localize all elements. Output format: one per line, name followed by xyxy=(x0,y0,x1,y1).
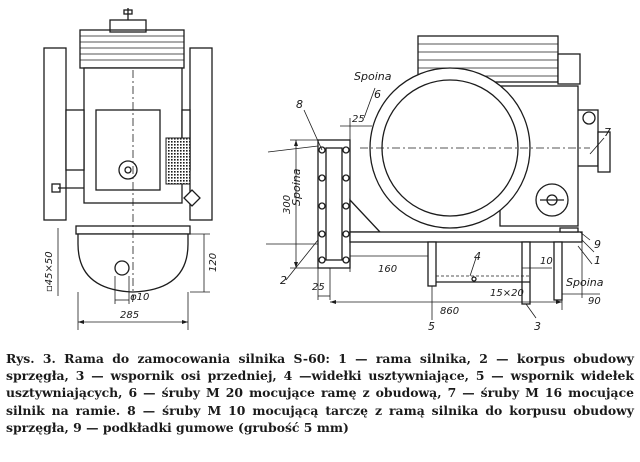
flange-bolts-m10 xyxy=(318,146,350,264)
dim-25-top: 25 xyxy=(352,114,365,125)
label-spoina-right: Spoina xyxy=(566,276,604,289)
flywheel-side xyxy=(369,67,531,229)
label-part-9: 9 xyxy=(594,238,601,251)
magneto-hatched xyxy=(165,137,191,185)
side-view xyxy=(266,35,611,320)
dim-25-bottom: 25 xyxy=(312,282,325,293)
label-spoina-top: Spoina xyxy=(354,70,392,83)
label-part-3: 3 xyxy=(534,320,541,333)
caption-text: Rama do zamocowania silnika S-60: 1 — ra… xyxy=(6,351,634,435)
label-part-7: 7 xyxy=(604,126,611,139)
dim-285: 285 xyxy=(120,310,139,321)
figure-caption: Rys. 3. Rama do zamocowania silnika S-60… xyxy=(6,350,634,436)
dim-45x50: ▫45×50 xyxy=(44,251,55,292)
label-part-8: 8 xyxy=(296,98,303,111)
front-view xyxy=(43,8,213,330)
label-part-6: 6 xyxy=(374,88,381,101)
dim-15x20: 15×20 xyxy=(490,288,524,299)
caption-prefix: Rys. 3. xyxy=(6,351,56,366)
engine-frame-rail xyxy=(349,231,583,243)
flywheel-left xyxy=(43,47,67,221)
diagram-labels: 8 6 Spoina Spoina Spoina 7 9 1 2 4 3 5 xyxy=(280,70,611,333)
dim-90: 90 xyxy=(588,296,601,307)
fork-bracket xyxy=(427,241,437,287)
dim-phi10: φ10 xyxy=(130,292,149,303)
label-part-4: 4 xyxy=(474,250,481,263)
label-part-2: 2 xyxy=(280,274,287,287)
label-part-5: 5 xyxy=(428,320,435,333)
dimension-labels: 25 300 25 160 860 10 90 15×20 ▫45×50 120… xyxy=(44,114,601,321)
dim-300: 300 xyxy=(282,195,293,214)
dim-160: 160 xyxy=(378,264,397,275)
dim-120: 120 xyxy=(208,253,219,272)
label-part-1: 1 xyxy=(594,254,601,267)
cylinder-fins-left xyxy=(79,8,185,69)
dim-860: 860 xyxy=(440,306,459,317)
label-spoina-left: Spoina xyxy=(290,168,303,206)
dim-10: 10 xyxy=(540,256,553,267)
